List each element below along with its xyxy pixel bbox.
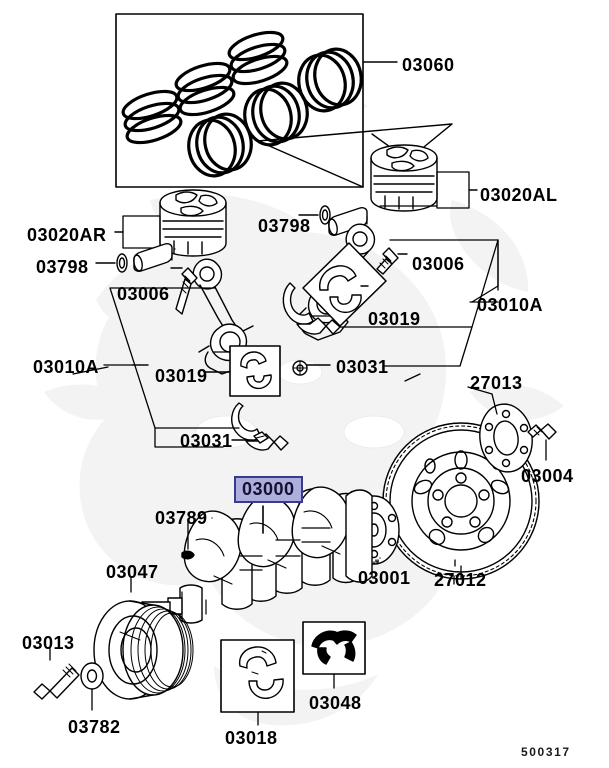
part-label-03018[interactable]: 03018 [225, 728, 278, 748]
part-label-03789[interactable]: 03789 [155, 508, 208, 528]
part-03010a-bearing-half-right [282, 282, 473, 335]
leader-lines [72, 366, 493, 519]
background-watermark-accents [195, 359, 405, 449]
part-03060-oil-rings [121, 30, 289, 145]
part-03798-snap-ring-lower [95, 253, 128, 273]
part-03031-nut-left [231, 431, 269, 444]
part-label-03048[interactable]: 03048 [309, 693, 362, 713]
part-label-03010a-right[interactable]: 03010A [477, 295, 544, 315]
part-03010a-bracket-left [103, 287, 224, 448]
part-03060-compression-rings [187, 47, 363, 178]
part-03019-bearing-box-right [302, 242, 387, 327]
part-03019-bearing-box-left [203, 345, 281, 397]
part-03000-crankshaft [141, 486, 373, 624]
part-label-03798-lower[interactable]: 03798 [36, 257, 89, 277]
part-label-03000-highlighted[interactable]: 03000 [234, 476, 303, 503]
coil-2 [174, 61, 236, 117]
part-03013-bolt [33, 647, 80, 700]
part-label-27013[interactable]: 27013 [470, 373, 523, 393]
part-03798-snap-ring-upper [298, 205, 331, 225]
part-03020al-piston-pin [328, 205, 438, 236]
part-label-03782[interactable]: 03782 [68, 717, 121, 737]
part-03018-bearing-box [220, 639, 295, 726]
part-27013-spacer [479, 393, 533, 473]
part-03789-key [181, 520, 195, 560]
part-03047-pulley [93, 576, 194, 700]
part-label-03019-right[interactable]: 03019 [368, 309, 421, 329]
part-label-03060[interactable]: 03060 [402, 55, 455, 75]
part-03006-bolt-right [376, 247, 408, 275]
part-label-03031-right[interactable]: 03031 [336, 357, 389, 377]
part-label-03031-left[interactable]: 03031 [180, 431, 233, 451]
part-label-03001[interactable]: 03001 [358, 568, 411, 588]
part-03048-thrust-box [302, 621, 366, 689]
part-label-03006-left[interactable]: 03006 [117, 284, 170, 304]
part-03020al-piston [370, 144, 478, 212]
part-03031-nut-right [292, 360, 331, 376]
part-label-03004[interactable]: 03004 [521, 466, 574, 486]
ring-stack-3 [297, 47, 363, 113]
part-03020ar-piston [114, 189, 227, 257]
part-label-03020al[interactable]: 03020AL [480, 185, 558, 205]
part-label-03798-upper[interactable]: 03798 [258, 216, 311, 236]
part-03010a-bracket-right [383, 239, 499, 367]
part-label-03013[interactable]: 03013 [22, 633, 75, 653]
part-label-03020ar[interactable]: 03020AR [27, 225, 107, 245]
part-03004-bolt [527, 423, 557, 461]
ring-stack-2 [243, 81, 309, 147]
ring-stack-1 [187, 112, 253, 178]
part-label-03010a-left[interactable]: 03010A [33, 357, 100, 377]
part-label-03047[interactable]: 03047 [106, 562, 159, 582]
part-label-27012[interactable]: 27012 [434, 570, 487, 590]
part-03782-washer [80, 662, 104, 711]
part-label-03006-right[interactable]: 03006 [412, 254, 465, 274]
drawing-number: 500317 [521, 745, 571, 759]
coil-3 [227, 30, 289, 86]
part-label-03019-left[interactable]: 03019 [155, 366, 208, 386]
part-03020ar-piston-pin [133, 243, 176, 272]
